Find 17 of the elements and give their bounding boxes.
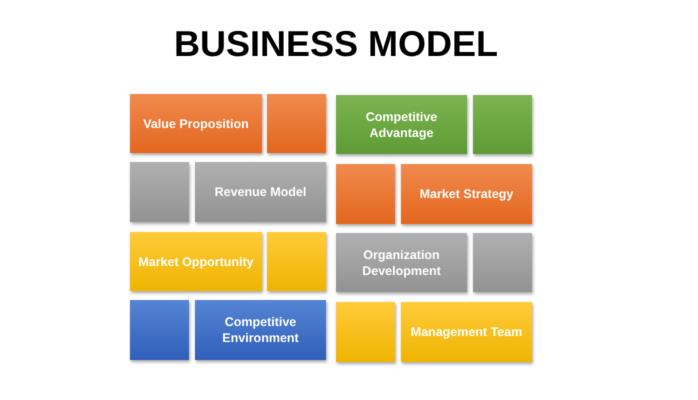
text-tile: Value Proposition [130, 94, 262, 153]
text-tile: Management Team [401, 302, 532, 362]
text-tile: Competitive Advantage [336, 95, 467, 154]
text-tile: Market Strategy [401, 164, 532, 224]
text-tile: Revenue Model [195, 162, 326, 222]
text-tile: Competitive Environment [195, 300, 326, 360]
blank-tile [336, 302, 395, 362]
blank-tile [267, 232, 326, 291]
text-tile: Organization Development [336, 233, 467, 292]
blank-tile [473, 95, 532, 154]
blank-tile [130, 300, 189, 360]
blank-tile [336, 164, 395, 224]
blank-tile [267, 94, 326, 153]
blank-tile [473, 233, 532, 292]
text-tile: Market Opportunity [130, 232, 262, 291]
blank-tile [130, 162, 189, 222]
title: BUSINESS MODEL [174, 23, 498, 64]
